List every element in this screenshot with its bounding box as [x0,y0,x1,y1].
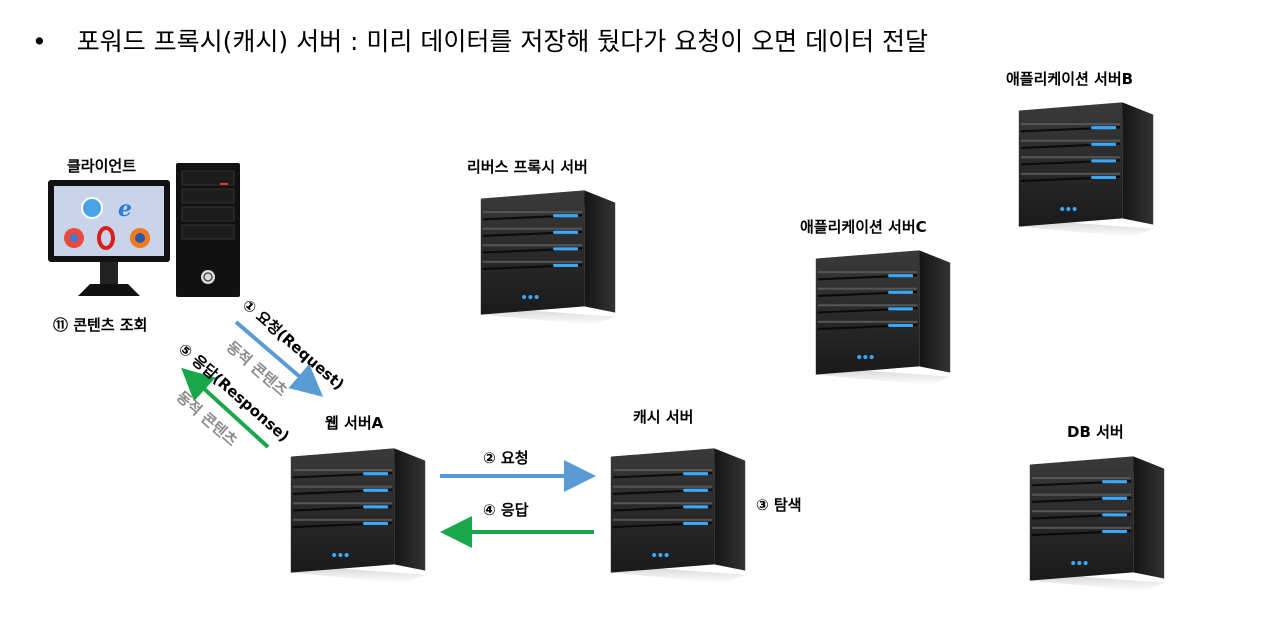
web-server-label: 웹 서버A [325,414,384,432]
pc-tower-icon [176,163,240,297]
web-server-icon [287,438,429,583]
reverse-proxy-server-icon [477,180,619,325]
db-server-label: DB 서버 [1067,423,1124,441]
cache-server-label: 캐시 서버 [633,408,694,426]
page-title: • 포워드 프록시(캐시) 서버 : 미리 데이터를 저장해 뒀다가 요청이 오… [32,22,928,58]
safari-icon [81,197,103,219]
title-bullet: • [32,27,47,56]
ie-icon: e [118,196,132,222]
request-arrow [234,320,324,397]
reverse-proxy-label: 리버스 프록시 서버 [467,158,588,176]
cache-response-label: ④ 응답 [483,501,529,519]
app-server-c-icon [812,240,954,385]
search-label: ③ 탐색 [756,496,802,514]
opera-icon [97,226,115,250]
response-arrow [181,367,270,449]
db-server-icon [1026,446,1168,591]
title-text: 포워드 프록시(캐시) 서버 : 미리 데이터를 저장해 뒀다가 요청이 오면 … [76,27,929,56]
monitor-icon: e [48,180,170,296]
cache-request-label: ② 요청 [483,449,529,467]
app-server-c-label: 애플리케이션 서버C [800,218,927,236]
app-server-b-icon [1015,92,1157,237]
client-label: 클라이언트 [67,157,137,175]
view-content-label: ⑪ 콘텐츠 조회 [53,316,148,334]
cache-server-icon [607,438,749,583]
app-server-b-label: 애플리케이션 서버B [1006,70,1134,88]
